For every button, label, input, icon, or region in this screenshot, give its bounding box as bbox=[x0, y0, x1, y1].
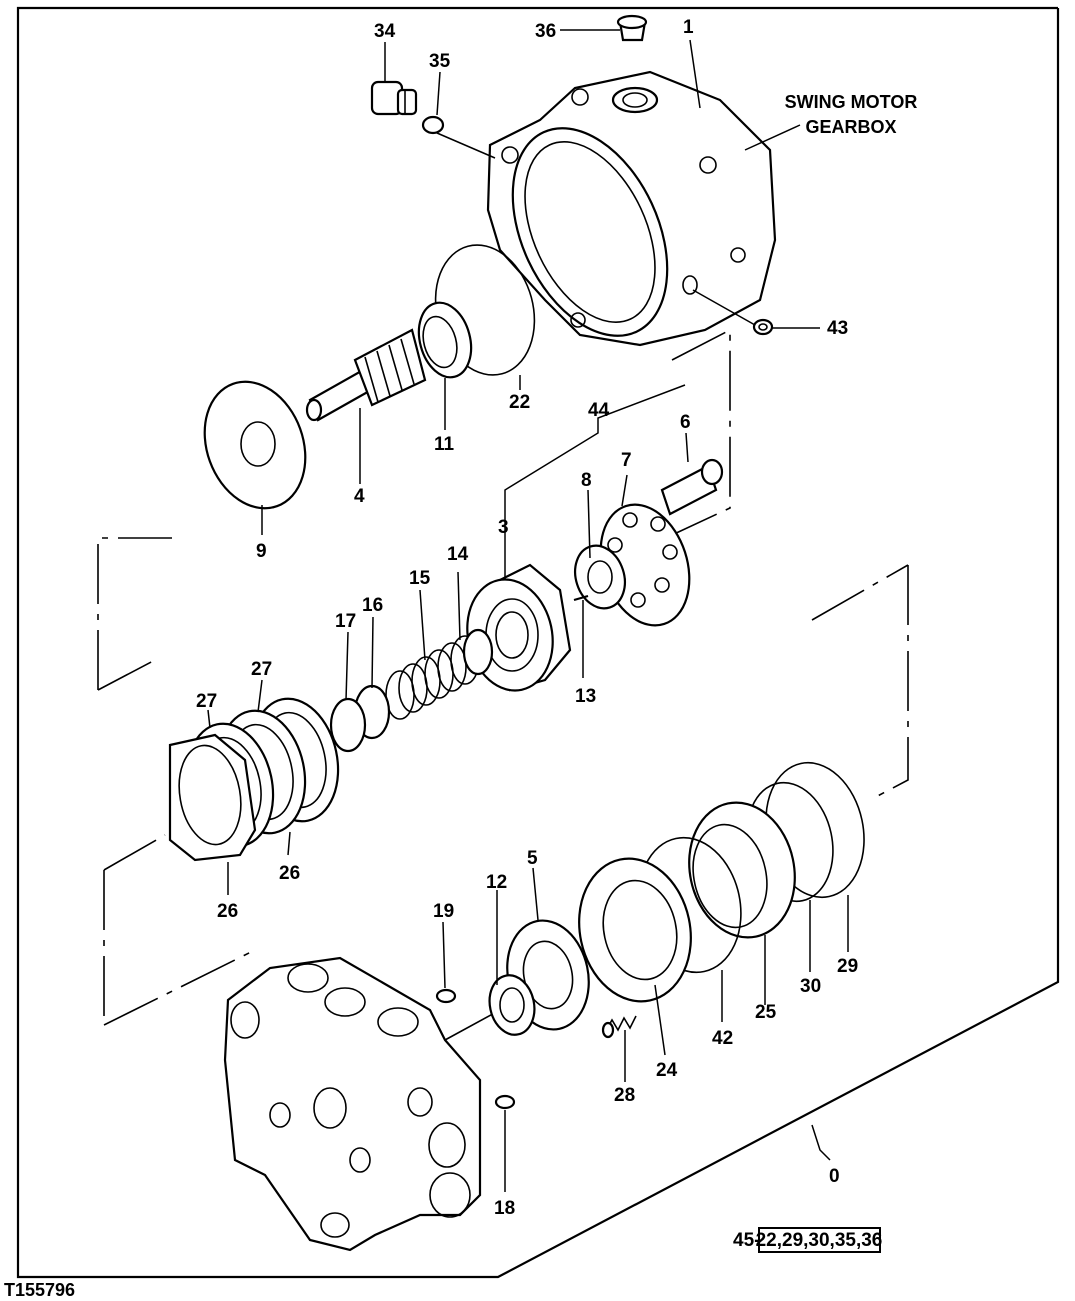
friction-plates-part-26-27 bbox=[168, 697, 340, 862]
leader-lines bbox=[207, 29, 849, 1192]
part-label: 7 bbox=[621, 450, 632, 471]
part-label: 18 bbox=[494, 1198, 515, 1219]
part-label: 26 bbox=[279, 863, 300, 884]
part-label: 6 bbox=[680, 412, 691, 433]
part-label: 26 bbox=[217, 901, 238, 922]
valve-body-part-0 bbox=[223, 956, 482, 1252]
callout-text: SWING MOTOR GEARBOX bbox=[785, 92, 918, 137]
part-label: 24 bbox=[656, 1060, 678, 1081]
kit-contents: 22,29,30,35,36 bbox=[756, 1230, 883, 1251]
figure-id: T155796 bbox=[4, 1280, 75, 1300]
part-label: 17 bbox=[335, 611, 356, 632]
part-label: 14 bbox=[447, 544, 469, 565]
callout-line: GEARBOX bbox=[805, 117, 896, 137]
snap-ring-part-17 bbox=[329, 697, 367, 753]
bearing-part-11 bbox=[417, 301, 473, 379]
part-label: 25 bbox=[755, 1002, 777, 1023]
part-label: 15 bbox=[409, 568, 431, 589]
piston-part-25 bbox=[688, 801, 796, 939]
part-label: 9 bbox=[256, 541, 267, 562]
part-labels: 36 1 34 35 43 22 11 4 9 44 6 7 8 3 13 14… bbox=[196, 17, 858, 1219]
part-label: 19 bbox=[433, 901, 454, 922]
part-label: 42 bbox=[712, 1028, 733, 1049]
washer-part-9 bbox=[203, 380, 307, 510]
part-label: 35 bbox=[429, 51, 451, 72]
part-label: 43 bbox=[827, 318, 848, 339]
pin-part-6 bbox=[660, 458, 724, 516]
nut-part-43 bbox=[752, 318, 774, 336]
kit-box bbox=[758, 1227, 881, 1253]
bearing-part-12 bbox=[488, 974, 536, 1036]
part-label: 11 bbox=[434, 434, 455, 455]
plug-part-42 bbox=[616, 14, 648, 42]
part-label: 30 bbox=[800, 976, 821, 997]
part-label: 22 bbox=[509, 392, 530, 413]
pin-part-19 bbox=[435, 988, 457, 1004]
spring-part-28 bbox=[601, 1015, 637, 1039]
kit-note: 45- 22,29,30,35,36 bbox=[733, 1227, 883, 1253]
part-label: 34 bbox=[374, 21, 396, 42]
o-ring-part-35 bbox=[421, 115, 445, 135]
brake-housing-part-24 bbox=[578, 857, 692, 1003]
part-label: 12 bbox=[486, 872, 507, 893]
housing-part-1 bbox=[486, 70, 777, 347]
part-label: 29 bbox=[837, 956, 858, 977]
part-label: 36 bbox=[535, 21, 556, 42]
pin-part-13 bbox=[573, 594, 589, 602]
part-label: 27 bbox=[251, 659, 272, 680]
part-label: 13 bbox=[575, 686, 596, 707]
shaft-part-4 bbox=[305, 328, 427, 422]
part-label: 16 bbox=[362, 595, 383, 616]
part-label: 4 bbox=[354, 486, 365, 507]
kit-prefix: 45- bbox=[733, 1230, 760, 1251]
diagram-frame bbox=[16, 6, 1060, 1279]
plug-part-34 bbox=[370, 80, 418, 116]
part-label: 28 bbox=[614, 1085, 635, 1106]
part-label: 1 bbox=[683, 17, 694, 38]
part-label: 0 bbox=[829, 1166, 840, 1187]
part-label: 8 bbox=[581, 470, 592, 491]
part-label: 27 bbox=[196, 691, 217, 712]
phantom-lines bbox=[97, 328, 909, 1041]
callout-line: SWING MOTOR bbox=[785, 92, 918, 112]
part-label: 3 bbox=[498, 517, 509, 538]
washer-part-14 bbox=[462, 628, 494, 676]
part-label: 44 bbox=[588, 400, 610, 421]
pin-part-18 bbox=[494, 1094, 516, 1110]
part-label: 5 bbox=[527, 848, 538, 869]
